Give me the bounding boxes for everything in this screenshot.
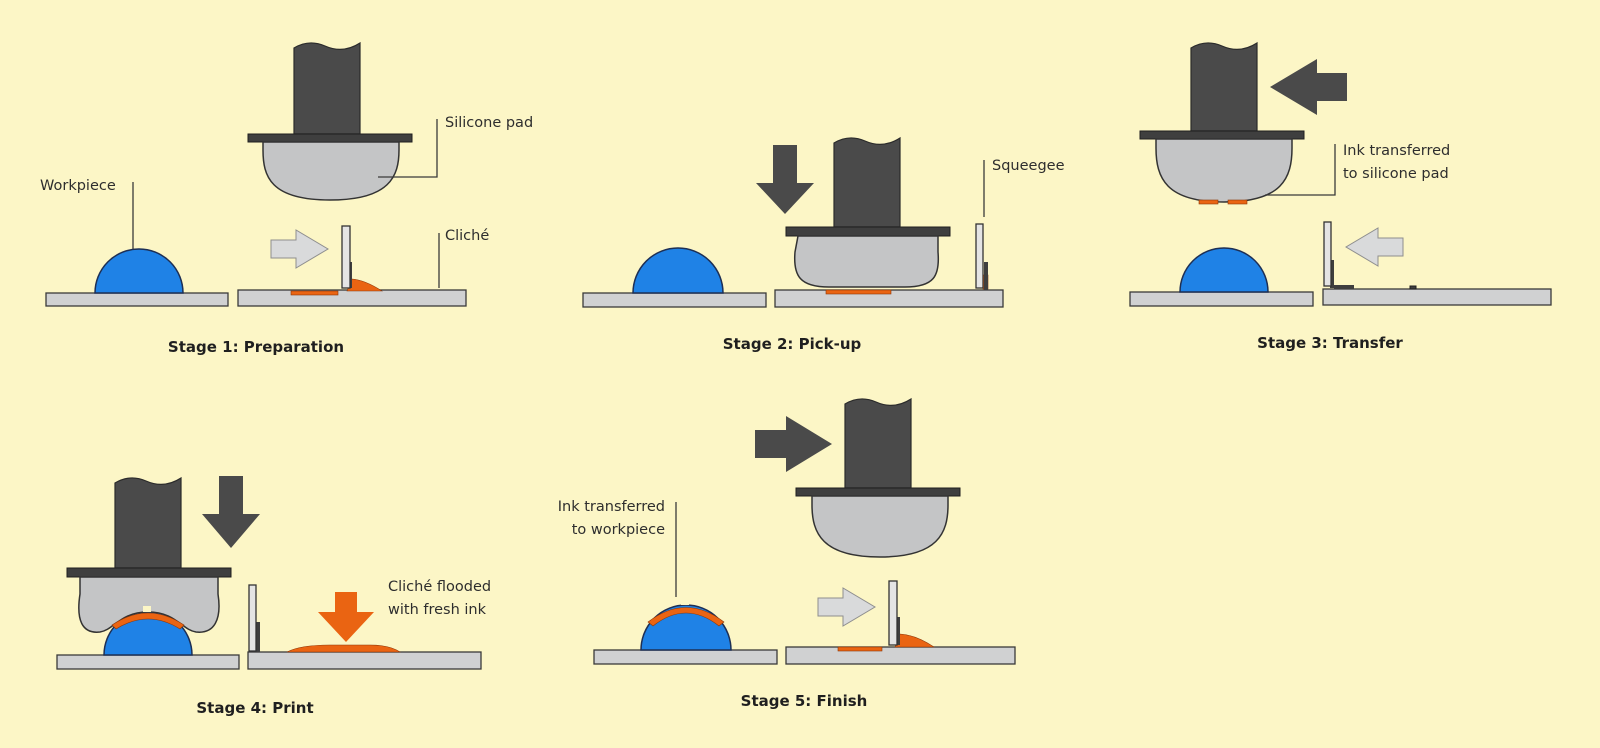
workpiece-dome xyxy=(1179,247,1269,293)
cliche-ink-engraving xyxy=(837,646,883,652)
stage-5-caption: Stage 5: Finish xyxy=(741,692,868,710)
cliche-residue-mark xyxy=(1409,285,1417,290)
pad-shaft xyxy=(293,41,361,135)
workpiece-dome xyxy=(94,248,184,294)
return-left-arrow xyxy=(1345,227,1404,267)
stage-5-finish: Ink transferred to workpiece Stage 5: Fi… xyxy=(558,397,1016,710)
ink-gap xyxy=(681,598,689,605)
silicone-pad-leader-line xyxy=(378,119,438,178)
workpiece-base-plate xyxy=(45,292,229,307)
pad-ink-right xyxy=(1227,199,1248,205)
pad-shaft xyxy=(114,476,182,569)
squeegee-holder xyxy=(896,617,900,645)
ink-puddle xyxy=(346,278,384,292)
stage-4-print: Cliché flooded with fresh ink Stage 4: P… xyxy=(56,476,491,717)
ink-transferred-pad-leader-line xyxy=(1265,144,1336,196)
stage-2-caption: Stage 2: Pick-up xyxy=(723,335,862,353)
stage-1-preparation: Workpiece Silicone pad Cliché Stage 1: P… xyxy=(40,41,533,356)
silicone-pad-label: Silicone pad xyxy=(445,115,533,131)
pad-flange xyxy=(66,567,232,578)
pad-flange xyxy=(795,487,961,497)
squeegee-blade xyxy=(975,223,984,289)
workpiece-base-plate xyxy=(582,292,767,308)
squeegee-foot xyxy=(1334,285,1354,289)
ink-transferred-workpiece-label-line-2: to workpiece xyxy=(572,522,665,538)
cliche-plate xyxy=(1322,288,1552,306)
pad-shaft xyxy=(844,397,912,489)
silicone-pad xyxy=(1155,138,1293,203)
stage-4-caption: Stage 4: Print xyxy=(196,699,313,717)
cliche-plate xyxy=(785,646,1016,665)
squeegee-holder xyxy=(1330,260,1334,288)
ink-puddle xyxy=(894,633,935,648)
squeegee-label: Squeegee xyxy=(992,158,1065,174)
flood-down-arrow xyxy=(318,592,374,642)
ink-gap xyxy=(143,606,151,612)
workpiece-dome xyxy=(632,247,724,294)
stage-3-transfer: Ink transferred to silicone pad Stage 3:… xyxy=(1129,41,1552,352)
stage-3-caption: Stage 3: Transfer xyxy=(1257,334,1403,352)
ink-transferred-workpiece-label-line-1: Ink transferred xyxy=(558,499,665,515)
ink-printed-on-workpiece xyxy=(647,607,725,627)
squeegee-blade xyxy=(888,580,898,646)
cliche-label: Cliché xyxy=(445,228,489,244)
pad-shaft xyxy=(833,136,901,228)
move-right-arrow xyxy=(270,229,329,269)
stage-2-pick-up: Squeegee Stage 2: Pick-up xyxy=(582,136,1065,353)
pad-flange xyxy=(1139,130,1305,140)
ink-transferred-label-line-1: Ink transferred xyxy=(1343,143,1450,159)
pad-shaft xyxy=(1190,41,1258,132)
workpiece-label: Workpiece xyxy=(40,178,116,194)
pad-ink-left xyxy=(1198,199,1219,205)
silicone-pad-compressed xyxy=(793,235,940,288)
squeegee-holder xyxy=(256,622,260,652)
cliche-flooded-label-line-2: with fresh ink xyxy=(388,602,487,618)
cliche-plate xyxy=(237,289,467,307)
pad-flange xyxy=(247,133,413,143)
squeegee-blade xyxy=(248,584,257,652)
workpiece-base-plate xyxy=(1129,291,1314,307)
stage-1-caption: Stage 1: Preparation xyxy=(168,338,344,356)
cliche-flooded-label-line-1: Cliché flooded xyxy=(388,579,491,595)
workpiece-base-plate xyxy=(593,649,778,665)
cliche-plate xyxy=(247,651,482,670)
move-down-arrow xyxy=(756,145,814,214)
return-right-arrow xyxy=(817,587,876,627)
squeegee-holder xyxy=(984,262,988,290)
move-right-arrow xyxy=(755,416,832,472)
silicone-pad xyxy=(811,495,949,558)
silicone-pad xyxy=(262,141,400,201)
squeegee-blade xyxy=(1323,221,1332,287)
cliche-ink-engraving xyxy=(825,289,892,295)
pad-flange xyxy=(785,226,951,237)
fresh-ink-flood xyxy=(286,644,401,653)
ink-transferred-label-line-2: to silicone pad xyxy=(1343,166,1449,182)
move-down-arrow xyxy=(202,476,260,548)
cliche-ink-engraving xyxy=(290,290,339,296)
ink-on-workpiece xyxy=(111,612,185,630)
squeegee-blade xyxy=(341,225,351,289)
move-left-arrow xyxy=(1270,59,1347,115)
workpiece-base-plate xyxy=(56,654,240,670)
